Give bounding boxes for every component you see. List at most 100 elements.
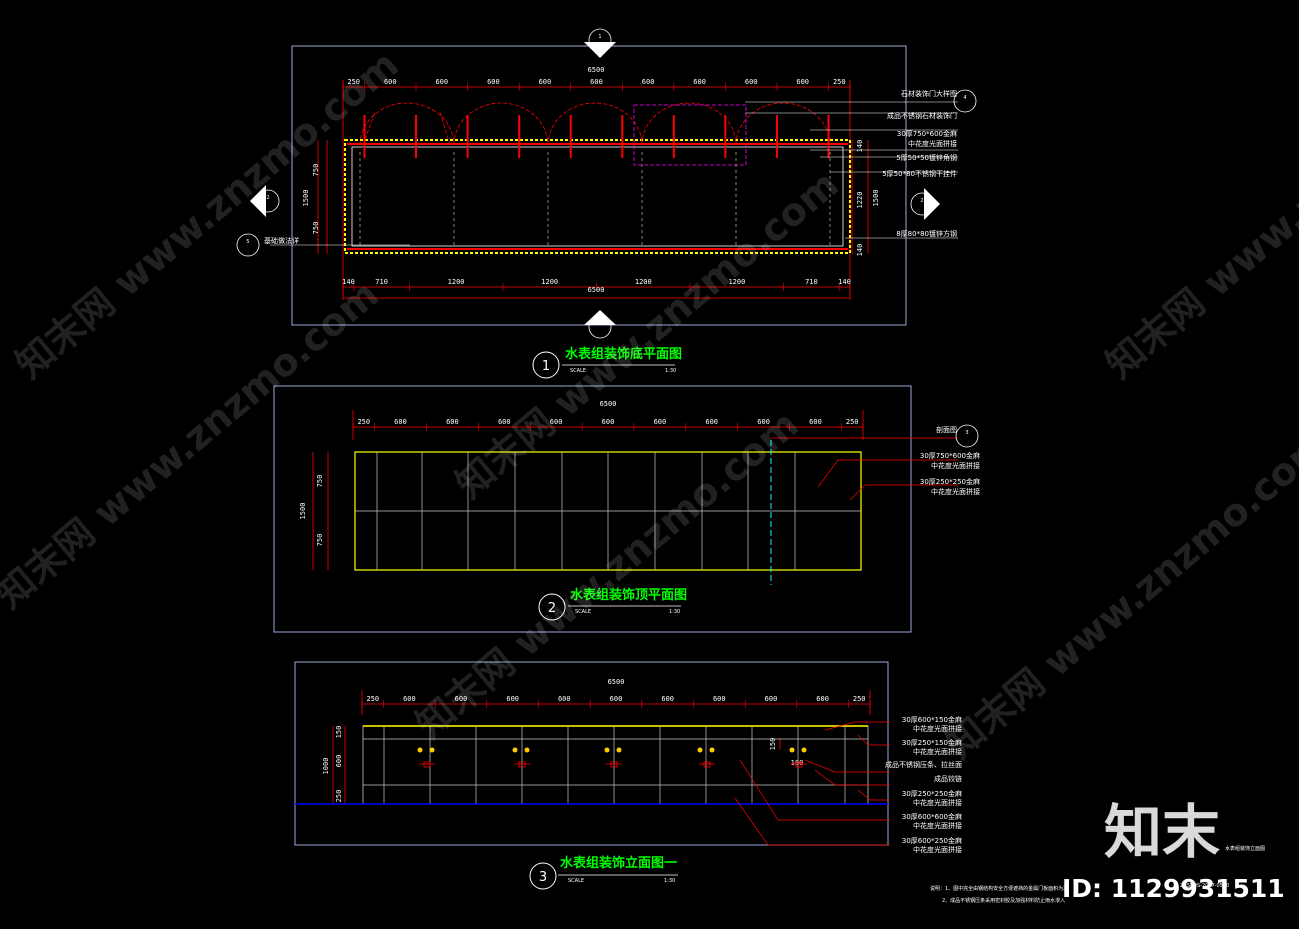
svg-text:1: 1 (598, 318, 601, 324)
water-meter-0 (417, 747, 435, 768)
plan2-frame (273, 385, 912, 633)
plan1-top-total: 6500 (588, 66, 605, 74)
meter-valve-a-1 (512, 747, 518, 753)
meter-valve-a-4 (789, 747, 795, 753)
elevation-title-no: 3 (539, 870, 547, 885)
plan2-top-dim-label-7: 600 (705, 418, 718, 426)
id-label: ID: 1129931511 (1062, 874, 1285, 903)
svg-text:4: 4 (963, 95, 966, 101)
plan1-right-a: 140 (856, 140, 864, 153)
elevation-callout-6: 30厚250*250金麻 (902, 789, 962, 798)
elevation-top-dim-label-10: 250 (853, 695, 866, 703)
meter-valve-a-0 (417, 747, 423, 753)
plan2-tag: 3 (955, 424, 979, 448)
svg-text:1: 1 (598, 34, 601, 40)
elevation-callout-0: 30厚600*150金麻 (902, 715, 962, 724)
plan1-detail-tag: 4 (953, 89, 977, 113)
meter-valve-b-1 (524, 747, 530, 753)
plan2-callout-0: 剖面图 (936, 425, 957, 434)
plan2-total: 6500 (600, 400, 617, 408)
plan1-outline (344, 139, 851, 254)
plan1-callout-1: 成品不锈钢石材装饰门 (887, 111, 957, 120)
plan1-callout-2: 30厚750*600金麻 (897, 129, 957, 138)
elevation-top-dim-label-5: 600 (610, 695, 623, 703)
plan1-top-dim-label-2: 600 (435, 78, 448, 86)
svg-text:5: 5 (246, 239, 249, 245)
elevation-left-c: 250 (335, 790, 343, 803)
elevation-callout-10: 30厚600*250金麻 (902, 836, 962, 845)
elevation-inner-dim-b: 100 (791, 759, 804, 767)
plan1-bottom-dim-label-4: 1200 (635, 278, 652, 286)
plan2-title-no: 2 (548, 601, 556, 616)
plan2-top-dim-label-3: 600 (498, 418, 511, 426)
plan2-callout-4: 中花度光面拼接 (931, 487, 980, 496)
elevation-callout-7: 中花度光面拼接 (913, 798, 962, 807)
watermark-4: 知末网 www.znzmo.com (1098, 42, 1299, 387)
elevation-meter-fittings (417, 747, 807, 768)
plan1-left-tag: 5 (236, 233, 260, 257)
plan2-scale: 1:30 (669, 609, 680, 615)
elevation-top-dim-label-6: 600 (661, 695, 674, 703)
plan1-left-b: 750 (312, 222, 320, 235)
meter-box-1 (518, 761, 526, 768)
plan2-top-dim-label-0: 250 (357, 418, 370, 426)
plan2-top-dim-label-1: 600 (394, 418, 407, 426)
plan1-left-a: 750 (312, 164, 320, 177)
plan2-left-b: 750 (316, 534, 324, 547)
elevation-callout-5: 成品铰链 (934, 774, 962, 783)
water-meter-1 (512, 747, 530, 768)
plan1-top-ticks (342, 83, 851, 291)
plan1-bottom-dim-label-3: 1200 (541, 278, 558, 286)
plan1-door-arcs (359, 102, 831, 166)
plan1-bottom-dim-label-6: 710 (805, 278, 818, 286)
plan1-title-no: 1 (542, 359, 550, 374)
plan2-top-dim-label-10: 250 (846, 418, 859, 426)
plan1-top-dim-label-6: 600 (642, 78, 655, 86)
elevation-panel-grid (383, 726, 846, 804)
meter-box-4 (795, 761, 803, 768)
meter-valve-a-2 (604, 747, 610, 753)
watermark-5: 知末网 www.znzmo.com (938, 422, 1299, 767)
elevation-top-dim-label-1: 600 (403, 695, 416, 703)
elevation-scale-word: SCALE (568, 878, 584, 884)
note-2: 2、成品不锈钢压条采用密封胶及加强材料防止雨水渗入 (942, 897, 1065, 904)
plan1-bottom-dim-label-7: 140 (838, 278, 851, 286)
plan1-top-dim-label-7: 600 (693, 78, 706, 86)
plan1-callout-5: 5厚50*80不锈钢干挂件 (882, 169, 957, 178)
elevation-left-a: 150 (335, 726, 343, 739)
plan2-title-block: 2 水表组装饰顶平面图 SCALE 1:30 (538, 587, 687, 621)
plan1-top-dim-label-0: 250 (347, 78, 360, 86)
drawing-code: ZXSJ-DS-2017-0510 (1180, 883, 1229, 889)
plan1-right-c: 140 (856, 244, 864, 257)
plan1-title-block: 1 水表组装饰底平面图 SCALE 1:30 (532, 346, 682, 379)
plan2-callout-2: 中花度光面拼接 (931, 461, 980, 470)
elevation-callout-1: 中花度光面拼接 (913, 724, 962, 733)
plan2-left-total: 1500 (299, 503, 307, 520)
plan1-title: 水表组装饰底平面图 (565, 346, 682, 362)
elevation-scale: 1:30 (664, 878, 675, 884)
water-meter-3 (697, 747, 715, 768)
plan1-bottom-dim-label-1: 710 (375, 278, 388, 286)
plan1-callout-4: 5厚50*50镀锌角钢 (896, 153, 957, 162)
meter-valve-b-0 (429, 747, 435, 753)
elevation-leaders (734, 721, 890, 846)
plan1-bottom-total: 6500 (588, 286, 605, 294)
plan1-top-dim-label-8: 600 (745, 78, 758, 86)
elevation-callout-3: 中花度光面拼接 (913, 747, 962, 756)
meter-valve-a-3 (697, 747, 703, 753)
plan2-top-dim-label-5: 600 (602, 418, 615, 426)
plan1-top-dim-label-5: 600 (590, 78, 603, 86)
watermark-3: 知末网 www.znzmo.com (448, 162, 847, 507)
elevation-top-dim-label-0: 250 (366, 695, 379, 703)
elevation-callout-8: 30厚600*600金麻 (902, 812, 962, 821)
plan1-scale: 1:30 (665, 368, 676, 374)
plan2-top-dim-label-2: 600 (446, 418, 459, 426)
plan2-top-dim-label-9: 600 (809, 418, 822, 426)
elevation-top-dim-label-2: 600 (455, 695, 468, 703)
plan1-section-right: 2 (910, 188, 940, 220)
elevation-callout-2: 30厚250*150金麻 (902, 738, 962, 747)
